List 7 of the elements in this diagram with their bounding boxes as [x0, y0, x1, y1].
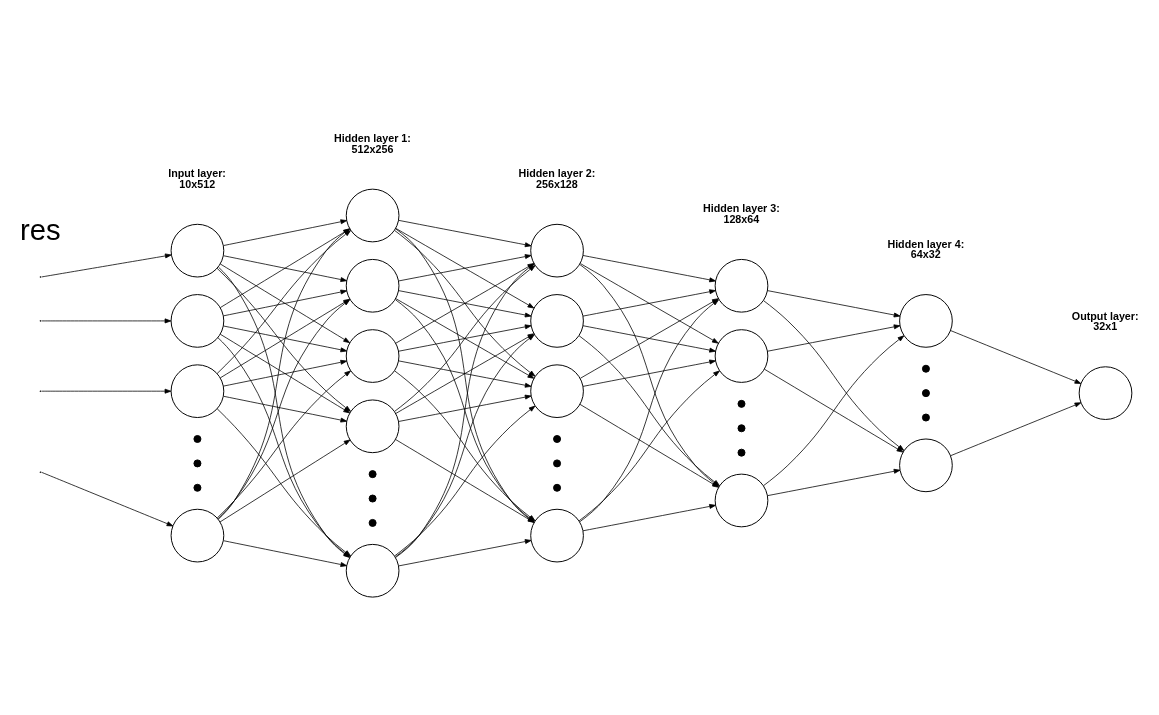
label: Hidden layer 3: 128x64 — [702, 201, 780, 225]
label: Input layer: 10x512 — [168, 166, 226, 190]
label: Hidden layer 4: 64x32 — [887, 237, 965, 260]
label: Output layer: 32x1 — [1071, 309, 1139, 332]
label: Hidden layer 2: 256x128 — [518, 166, 596, 190]
label: res — [19, 213, 61, 246]
label: Hidden layer 1: 512x256 — [334, 131, 411, 155]
